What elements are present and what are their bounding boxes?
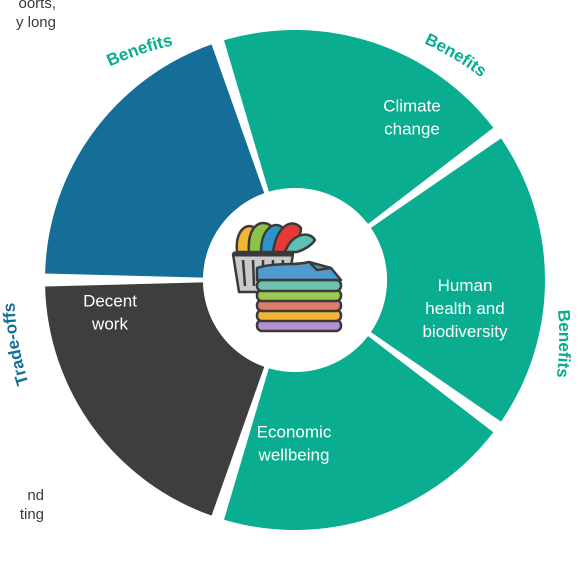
segment-label-human-health: Human — [438, 276, 493, 295]
category-label-economic-wellbeing: Uncertain — [255, 559, 334, 562]
category-label-resource-use: Benefits — [104, 31, 175, 71]
segment-decent-work — [45, 44, 265, 278]
segment-economic-wellbeing — [45, 282, 265, 516]
segment-label-economic-wellbeing: wellbeing — [258, 446, 330, 465]
cropped-text-bottom: nd ting — [19, 487, 44, 523]
segment-resource-use — [223, 30, 494, 224]
cropped-text-top: oorts, y long — [15, 0, 56, 31]
category-label-decent-work: Trade-offs — [0, 302, 32, 387]
segment-label-decent-work: work — [91, 315, 128, 334]
segment-label-decent-work: Decent — [83, 292, 137, 311]
segment-human-health — [223, 336, 494, 530]
segment-label-human-health: health and — [425, 299, 504, 318]
laundry-icon — [231, 221, 343, 333]
category-label-human-health: Benefits — [553, 309, 574, 379]
segment-label-economic-wellbeing: Economic — [257, 423, 332, 442]
segment-climate-change — [370, 138, 545, 422]
segment-label-human-health: biodiversity — [422, 322, 508, 341]
segment-label-climate-change: Climate — [383, 97, 441, 116]
segment-label-climate-change: change — [384, 120, 440, 139]
